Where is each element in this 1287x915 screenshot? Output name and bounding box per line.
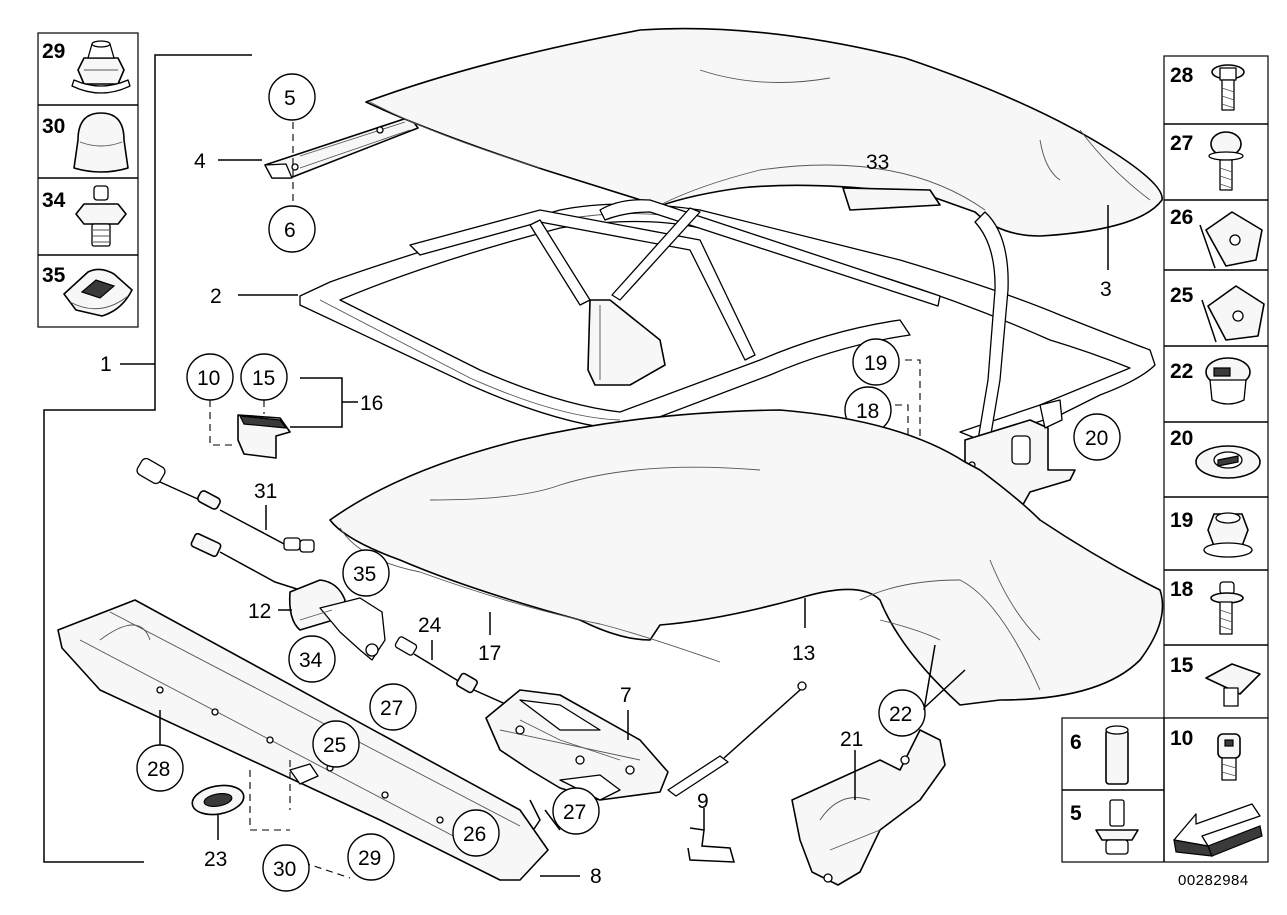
grommet-22-icon (1205, 357, 1251, 405)
orientation-arrow-icon (1173, 803, 1263, 857)
callout-35: 35 (353, 563, 376, 586)
right-panel-label-25: 25 (1170, 284, 1194, 307)
motor-part-12: 12 35 34 (248, 549, 390, 683)
clip-15-icon (1205, 663, 1261, 707)
left-panel-label-35: 35 (42, 264, 66, 287)
bottom-fastener-panel: 6 10 5 (1061, 717, 1269, 863)
callout-19: 19 (864, 352, 887, 375)
callouts-29-30: 30 29 (262, 833, 395, 892)
callout-27b: 27 (563, 801, 586, 824)
grommet-clip-icon (63, 268, 133, 317)
left-panel-label-30: 30 (42, 115, 65, 138)
spring-clip-26-icon (1199, 211, 1263, 269)
wiring-harness-31: 31 (136, 457, 315, 591)
hinge-strip-part: 4 5 6 (194, 73, 419, 253)
roof-pad-33 (842, 187, 941, 211)
callout-10: 10 (197, 367, 220, 390)
assembly-bracket-1: 1 (43, 54, 252, 863)
cable-part-24: 24 (394, 614, 511, 707)
callout-18: 18 (856, 400, 879, 423)
callout-12: 12 (248, 600, 271, 623)
callout-3: 3 (1100, 278, 1112, 301)
grommet-23: 23 (191, 784, 245, 871)
screw-10-icon (1217, 733, 1241, 781)
right-panel-label-26: 26 (1170, 206, 1193, 229)
left-fastener-panel: 29 30 34 35 (37, 32, 139, 328)
screw-28-icon (1211, 64, 1245, 111)
right-fastener-panel: 28 27 26 25 22 20 19 18 15 (1163, 55, 1269, 719)
callout-22: 22 (889, 703, 912, 726)
callout-20: 20 (1085, 427, 1108, 450)
right-panel-label-28: 28 (1170, 64, 1194, 87)
callout-27a: 27 (380, 697, 403, 720)
screw-27-icon (1208, 131, 1244, 191)
hex-nut-icon (71, 40, 131, 94)
callout-17: 17 (478, 642, 501, 665)
callout-26: 26 (463, 823, 486, 846)
callout-24: 24 (418, 614, 442, 637)
left-panel-label-29: 29 (42, 40, 65, 63)
callout-15: 15 (252, 367, 275, 390)
callout-16: 16 (360, 392, 383, 415)
callout-29: 29 (358, 847, 381, 870)
right-panel-label-19: 19 (1170, 509, 1193, 532)
spring-clip-9: 9 (687, 790, 736, 863)
callout-4: 4 (194, 150, 206, 173)
stud-18-icon (1210, 581, 1244, 635)
right-panel-label-15: 15 (1170, 654, 1194, 677)
callout-31: 31 (254, 480, 277, 503)
callout-9: 9 (697, 790, 709, 813)
callout-5: 5 (284, 87, 296, 110)
callout-8: 8 (590, 865, 602, 888)
diagram-reference-number: 00282984 (1178, 872, 1249, 889)
right-panel-label-22: 22 (1170, 360, 1193, 383)
bottom-panel-label-10: 10 (1170, 727, 1193, 750)
drive-mechanism-7: 7 27 (485, 681, 807, 836)
left-panel-label-34: 34 (42, 189, 66, 212)
callout-2: 2 (210, 285, 222, 308)
callout-21: 21 (840, 728, 863, 751)
callout-30: 30 (273, 858, 296, 881)
spring-clip-25-icon (1201, 285, 1265, 343)
callout-13: 13 (792, 642, 815, 665)
side-rail-28: 8 28 25 27 26 (57, 599, 602, 888)
roof-cover-part: 3 33 (365, 27, 1163, 301)
bottom-panel-label-6: 6 (1070, 731, 1082, 754)
callout-7: 7 (620, 684, 632, 707)
callout-33: 33 (866, 151, 889, 174)
right-panel-label-20: 20 (1170, 427, 1193, 450)
clip-assembly-16: 10 15 16 (186, 353, 383, 459)
bottom-panel-label-5: 5 (1070, 802, 1082, 825)
rivet-5-icon (1095, 799, 1139, 855)
callout-28: 28 (147, 758, 170, 781)
grommet-20-icon (1195, 445, 1261, 479)
callout-23: 23 (204, 848, 227, 871)
plastic-cap-icon (73, 112, 129, 173)
mount-bracket-21: 21 22 (791, 644, 966, 886)
roof-frame-part: 2 (210, 199, 1156, 441)
callout-34: 34 (299, 649, 323, 672)
right-panel-label-27: 27 (1170, 132, 1193, 155)
hex-nut-19-icon (1203, 512, 1253, 558)
callout-25: 25 (323, 734, 346, 757)
callout-1: 1 (100, 353, 112, 376)
rubber-bumper-icon (75, 185, 127, 247)
right-panel-label-18: 18 (1170, 578, 1194, 601)
pin-6-icon (1105, 725, 1129, 785)
callout-6: 6 (284, 219, 296, 242)
